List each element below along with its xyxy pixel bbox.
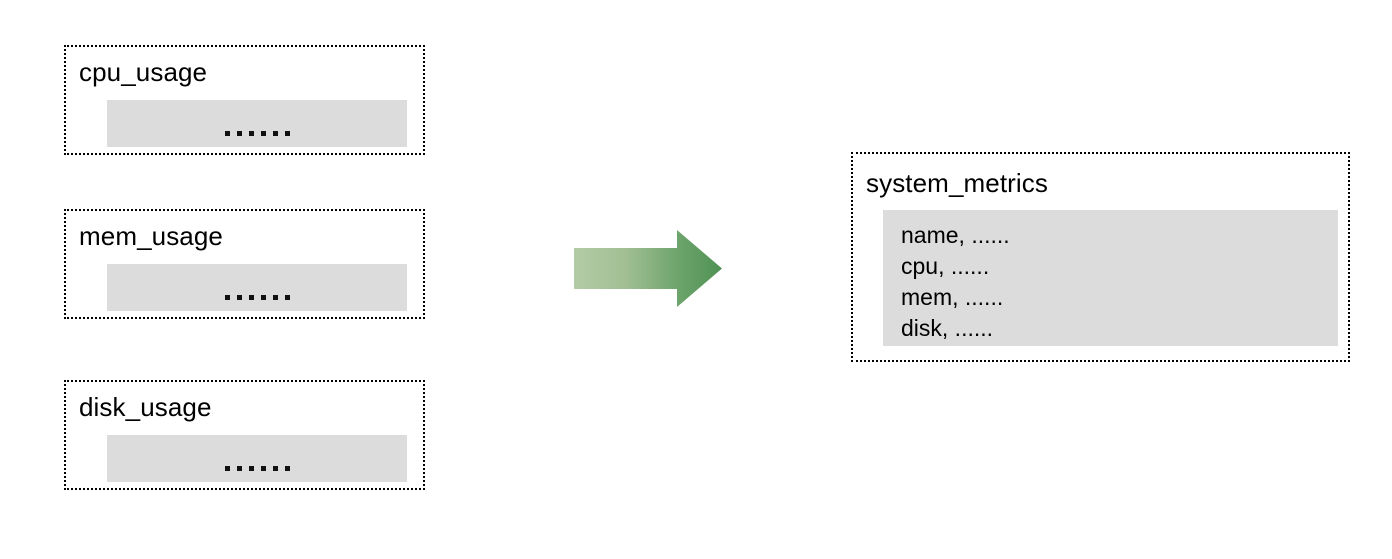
right-arrow-icon bbox=[574, 230, 722, 307]
source-title: disk_usage bbox=[79, 392, 212, 422]
source-title: cpu_usage bbox=[79, 57, 208, 87]
source-title: mem_usage bbox=[79, 221, 223, 251]
target-row: cpu, ...... bbox=[901, 253, 990, 279]
source-box-cpu-usage[interactable]: cpu_usage bbox=[64, 45, 425, 155]
source-box-mem-usage[interactable]: mem_usage bbox=[64, 209, 425, 319]
source-body-panel bbox=[107, 435, 407, 482]
source-body-panel bbox=[107, 264, 407, 311]
source-body-panel bbox=[107, 100, 407, 147]
target-row: name, ...... bbox=[901, 222, 1010, 248]
source-box-disk-usage[interactable]: disk_usage bbox=[64, 380, 425, 490]
ellipsis-dots-icon bbox=[107, 464, 407, 476]
target-body-panel: name, ...... cpu, ...... mem, ...... dis… bbox=[883, 210, 1338, 346]
target-row: disk, ...... bbox=[901, 315, 994, 341]
target-row: mem, ...... bbox=[901, 284, 1004, 310]
target-title: system_metrics bbox=[866, 168, 1048, 198]
ellipsis-dots-icon bbox=[107, 129, 407, 141]
target-box-system-metrics[interactable]: system_metrics name, ...... cpu, ...... … bbox=[851, 152, 1350, 362]
ellipsis-dots-icon bbox=[107, 293, 407, 305]
flow-arrow bbox=[574, 229, 724, 309]
